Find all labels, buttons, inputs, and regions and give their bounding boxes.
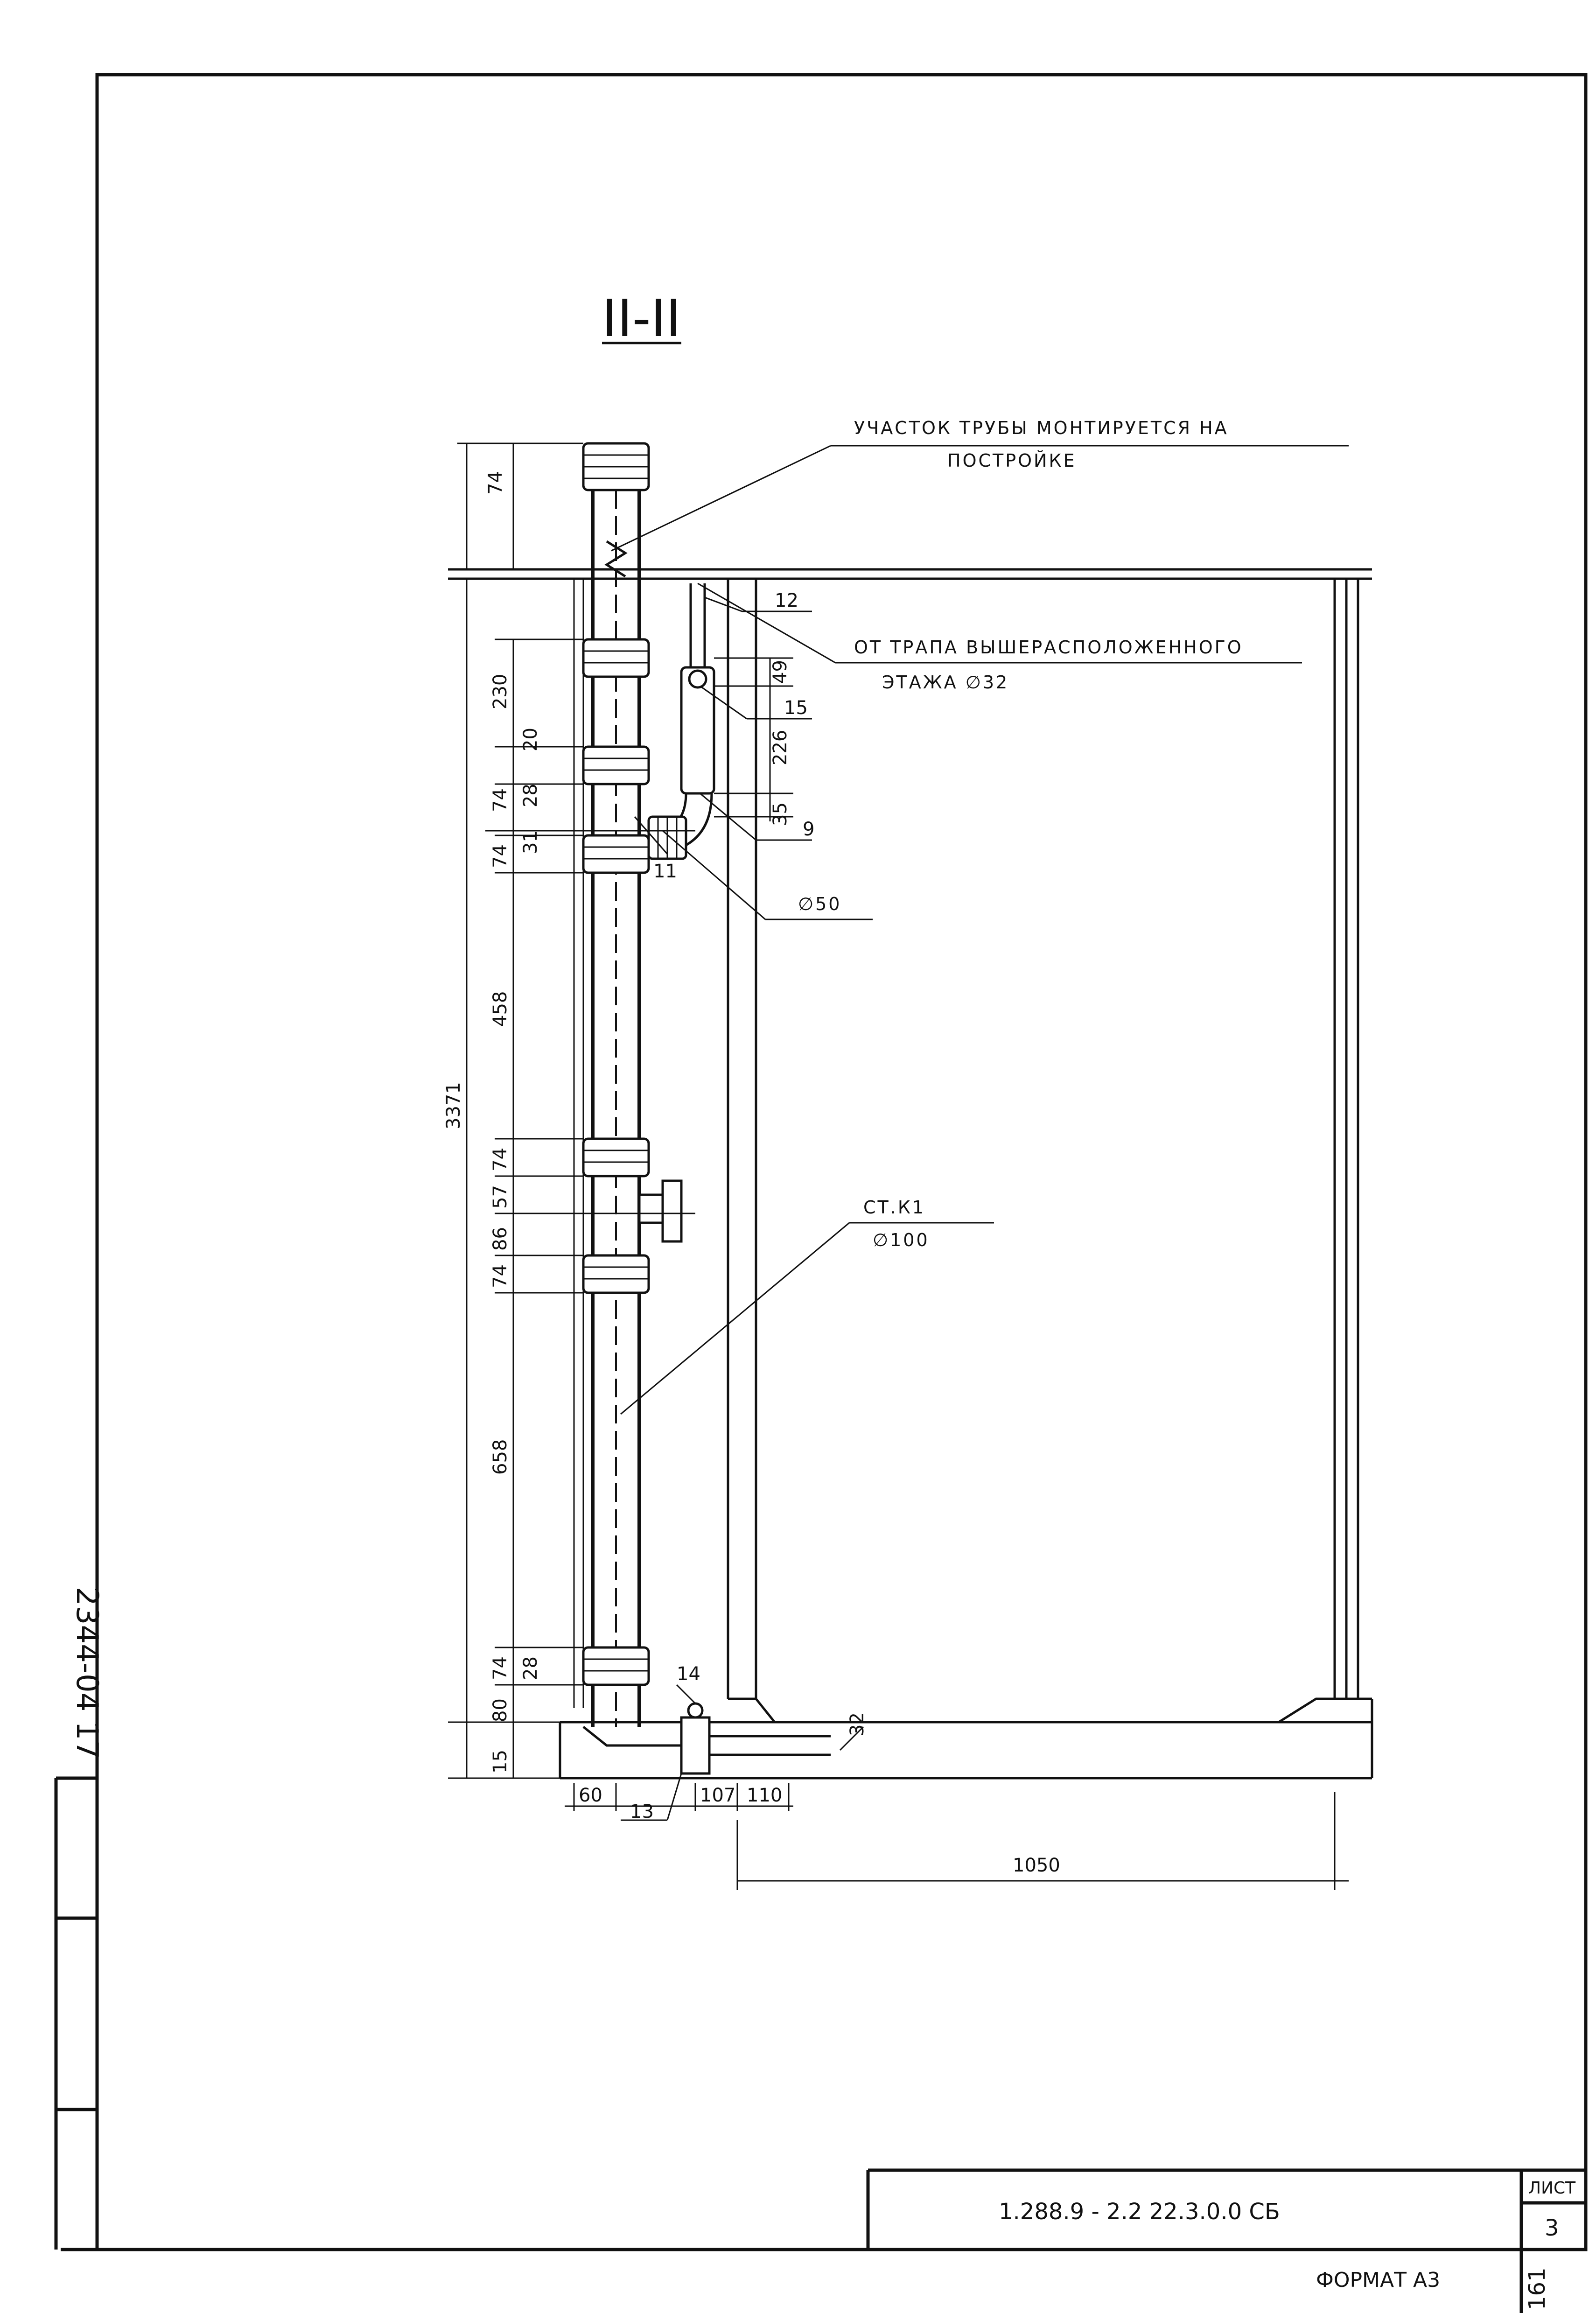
- drain-branch: [647, 583, 715, 860]
- sheet-label: ЛИСТ: [1528, 2179, 1576, 2198]
- room-outline: [448, 568, 1373, 1780]
- dim-top-socket: 74: [485, 471, 506, 495]
- dim-20: 20: [520, 728, 541, 751]
- dim-110: 110: [747, 1785, 782, 1806]
- dim-658: 658: [490, 1439, 511, 1475]
- section-title: II-II: [602, 288, 681, 348]
- drawing-frame: [54, 73, 1588, 2251]
- riser-sockets: [582, 442, 650, 1686]
- page-number: 161: [1524, 2267, 1550, 2310]
- side-stamp: 2344-04 17: [70, 1587, 104, 1759]
- dim-28b: 28: [520, 1656, 541, 1680]
- dim-74d: 74: [490, 1264, 511, 1288]
- note-drain-line2: ЭТАЖА ∅32: [882, 672, 1009, 693]
- dim-28a: 28: [520, 784, 541, 807]
- callout-12: 12: [775, 590, 798, 611]
- dim-15: 15: [490, 1750, 511, 1773]
- format-label: ФОРМАТ А3: [1316, 2268, 1440, 2292]
- callout-15: 15: [784, 697, 808, 719]
- dim-226: 226: [770, 730, 791, 765]
- callout-14: 14: [677, 1663, 700, 1685]
- dim-31: 31: [520, 830, 541, 854]
- dim-80: 80: [490, 1698, 511, 1722]
- sheet-number: 3: [1545, 2215, 1559, 2241]
- dim-49: 49: [770, 660, 791, 684]
- dim-35: 35: [770, 802, 791, 826]
- leaders: [611, 445, 1349, 1821]
- bottom-outlet: [582, 1702, 831, 1775]
- callout-13: 13: [630, 1801, 654, 1822]
- dim-1050: 1050: [1013, 1855, 1060, 1876]
- dim-107: 107: [700, 1785, 735, 1806]
- riser-diameter-label: ∅100: [873, 1230, 930, 1250]
- dim-57: 57: [490, 1185, 511, 1209]
- dimension-lines: [448, 442, 1349, 1890]
- dim-total-height: 3371: [443, 1082, 464, 1129]
- callout-9: 9: [803, 819, 814, 840]
- dim-86: 86: [490, 1227, 511, 1251]
- dim-32: 32: [847, 1712, 868, 1736]
- dim-74a: 74: [490, 788, 511, 812]
- note-install-line2: ПОСТРОЙКЕ: [947, 450, 1076, 471]
- dim-74b: 74: [490, 844, 511, 868]
- riser-name-label: СТ.К1: [863, 1197, 925, 1218]
- side-outlet: [638, 1179, 683, 1243]
- title-block: [866, 2168, 1586, 2313]
- callout-11: 11: [653, 861, 677, 882]
- title-code: 1.288.9 - 2.2 22.3.0.0 СБ: [999, 2199, 1280, 2225]
- dim-230: 230: [490, 674, 511, 709]
- dim-458: 458: [490, 991, 511, 1027]
- dim-74c: 74: [490, 1148, 511, 1171]
- branch-diameter-label: ∅50: [798, 894, 841, 914]
- dim-60: 60: [579, 1785, 602, 1806]
- dim-74e: 74: [490, 1656, 511, 1680]
- note-drain-line1: ОТ ТРАПА ВЫШЕРАСПОЛОЖЕННОГО: [854, 637, 1243, 658]
- note-install-line1: УЧАСТОК ТРУБЫ МОНТИРУЕТСЯ НА: [854, 418, 1229, 438]
